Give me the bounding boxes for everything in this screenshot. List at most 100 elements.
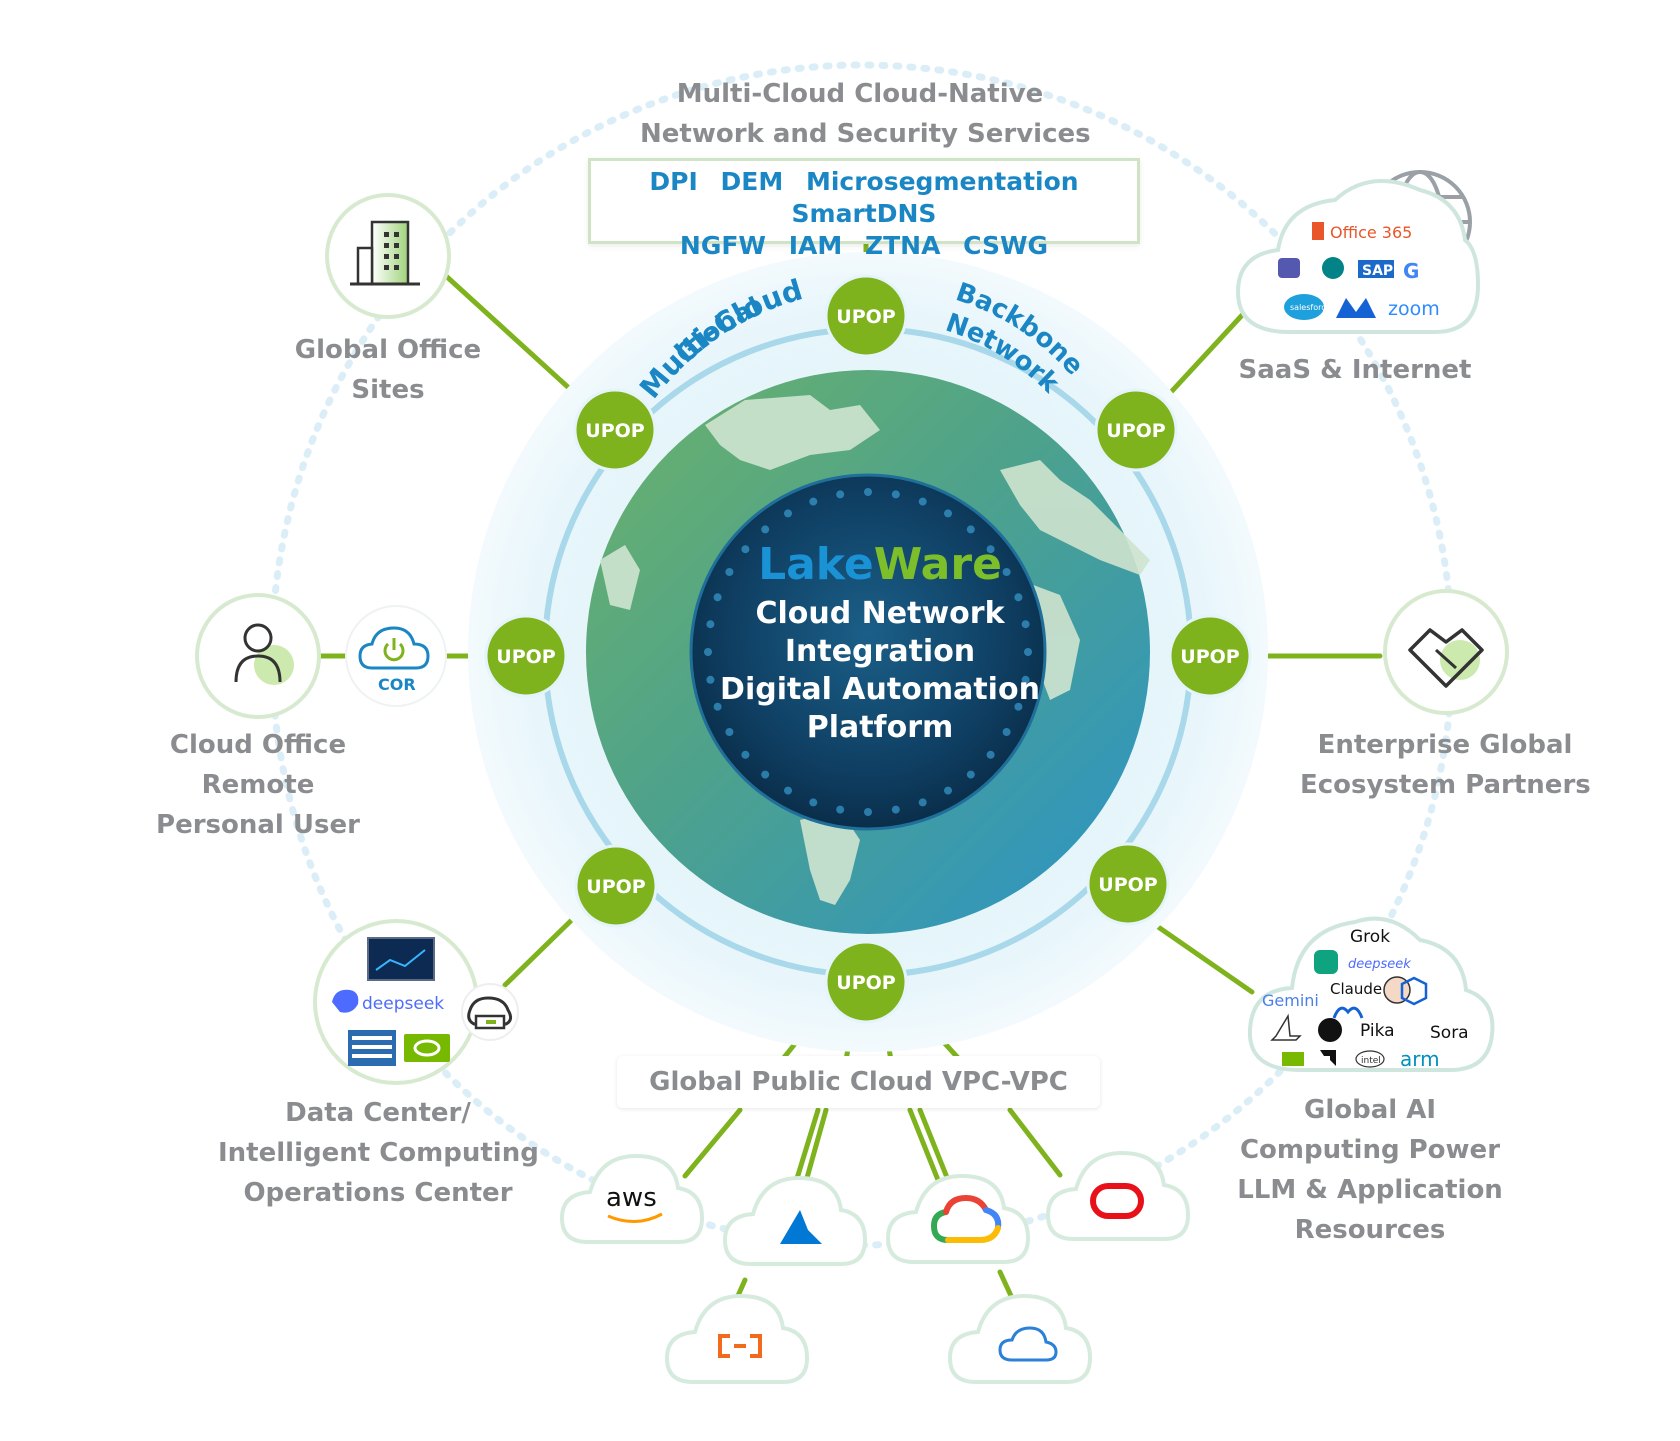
- ai-label-line3: LLM & Application: [1237, 1175, 1503, 1205]
- upop-bottom-left[interactable]: UPOP: [574, 844, 658, 928]
- office365-logo: Office 365: [1330, 223, 1412, 242]
- upop-bottom[interactable]: UPOP: [824, 940, 908, 1024]
- service-microsegmentation[interactable]: Microsegmentation: [805, 167, 1079, 196]
- arm-logo: arm: [1400, 1047, 1440, 1071]
- tencent-cloud[interactable]: [947, 1293, 1093, 1384]
- upop-left[interactable]: UPOP: [484, 614, 568, 698]
- ai-label-line1: Global AI: [1303, 1095, 1437, 1125]
- partners-node[interactable]: [1383, 589, 1509, 715]
- circuit-dot: [725, 728, 734, 736]
- service-ztna[interactable]: ZTNA: [864, 231, 941, 260]
- meta-ai-icon: [1332, 1006, 1364, 1019]
- circuit-dot: [966, 770, 975, 779]
- circuit-dot: [1002, 568, 1011, 576]
- datacenter-node[interactable]: deepseek: [313, 919, 519, 1085]
- salesforce-icon: [1284, 294, 1324, 320]
- office-node[interactable]: [325, 193, 451, 319]
- upop-label: UPOP: [585, 420, 645, 442]
- chatgpt-icon: [1314, 950, 1338, 974]
- tencent-cloud-icon: [998, 1326, 1058, 1362]
- circuit-dot: [809, 798, 818, 807]
- circuit-dot: [704, 648, 712, 656]
- public-clouds: [559, 1150, 1191, 1384]
- office-label: Global Office Sites: [268, 330, 508, 410]
- alibaba-cloud[interactable]: [664, 1293, 810, 1384]
- amd-icon: [1320, 1050, 1336, 1066]
- circuit-dot: [918, 798, 927, 807]
- replicate-icon: [1318, 1018, 1342, 1042]
- saas-cloud[interactable]: Office 365 SAP G salesforce zoom: [1235, 170, 1481, 334]
- datacenter-label-line2: Intelligent Computing: [218, 1138, 539, 1168]
- circuit-dot: [713, 593, 722, 602]
- platform-line-2: Integration: [784, 634, 976, 669]
- services-row-2: NGFW IAM ZTNA CSWG: [591, 230, 1137, 262]
- circuit-dot: [891, 805, 900, 814]
- monitor-icon: [367, 937, 435, 981]
- platform-line-3: Digital Automation: [720, 672, 1040, 707]
- person-icon: [234, 623, 294, 685]
- remote-label: Cloud Office Remote Personal User: [138, 725, 378, 845]
- pika-logo: Pika: [1360, 1021, 1395, 1041]
- circuit-dot: [706, 620, 715, 629]
- upop-bottom-right[interactable]: UPOP: [1086, 842, 1170, 926]
- platform-core: [691, 475, 1045, 829]
- azure-icon: [780, 1210, 822, 1244]
- service-cswg[interactable]: CSWG: [963, 231, 1049, 260]
- deepseek-ai-logo: deepseek: [1348, 957, 1411, 972]
- service-dem[interactable]: DEM: [720, 167, 784, 196]
- upop-label: UPOP: [496, 646, 556, 668]
- continents: [600, 395, 1150, 905]
- service-ngfw[interactable]: NGFW: [679, 231, 767, 260]
- circuit-dot: [1021, 620, 1030, 629]
- upop-label: UPOP: [836, 306, 896, 328]
- handshake-icon: [1408, 628, 1484, 688]
- circuit-dot: [1014, 702, 1023, 711]
- circuit-dot: [725, 568, 734, 576]
- deepseek-logo: deepseek: [362, 994, 444, 1014]
- partners-label: Enterprise Global Ecosystem Partners: [1300, 725, 1591, 805]
- partners-label-line2: Ecosystem Partners: [1300, 770, 1591, 800]
- sap-icon: [1358, 260, 1394, 278]
- aws-logo: aws: [606, 1183, 657, 1213]
- circuit-dot: [809, 497, 818, 506]
- google-cloud[interactable]: [885, 1173, 1031, 1264]
- services-title: Multi-Cloud Cloud-Native Network and Sec…: [640, 74, 1091, 154]
- services-row-1: DPI DEM Microsegmentation SmartDNS: [591, 161, 1137, 230]
- oracle-cloud[interactable]: [1045, 1150, 1191, 1241]
- platform-line-4: Platform: [806, 710, 954, 745]
- remote-user-node[interactable]: [195, 593, 321, 719]
- upop-label: UPOP: [1180, 646, 1240, 668]
- brand-part-lake: Lake: [758, 539, 874, 590]
- service-iam[interactable]: IAM: [788, 231, 843, 260]
- saas-label: SaaS & Internet: [1230, 350, 1480, 390]
- circuit-dot: [1002, 728, 1011, 736]
- cor-node[interactable]: COR: [345, 605, 447, 707]
- upop-right[interactable]: UPOP: [1168, 614, 1252, 698]
- service-smartdns[interactable]: SmartDNS: [791, 199, 937, 228]
- brand-logo: LakeWare: [700, 535, 1060, 595]
- office-label-line1: Global Office: [294, 335, 482, 365]
- circuit-dot: [944, 509, 952, 518]
- circuit-dot: [713, 702, 722, 711]
- datacenter-label-line1: Data Center/: [285, 1098, 471, 1128]
- circuit-dot: [741, 750, 750, 759]
- brand-part-ware: Ware: [873, 539, 1002, 590]
- aws-smile-icon: [607, 1212, 663, 1223]
- remote-label-line3: Personal User: [156, 810, 360, 840]
- upop-top[interactable]: UPOP: [824, 274, 908, 358]
- gemini-logo: Gemini: [1262, 991, 1319, 1010]
- circuit-dot: [1021, 675, 1030, 684]
- upop-top-right[interactable]: UPOP: [1094, 388, 1178, 472]
- service-dpi[interactable]: DPI: [649, 167, 698, 196]
- aws-cloud[interactable]: [559, 1153, 705, 1244]
- ai-cloud[interactable]: Grok deepseek Gemini Claude Pika Sora in…: [1247, 916, 1495, 1072]
- datacenter-label: Data Center/ Intelligent Computing Opera…: [218, 1093, 539, 1213]
- upop-top-left[interactable]: UPOP: [573, 388, 657, 472]
- remote-label-line2: Remote: [201, 770, 315, 800]
- circuit-dot: [784, 509, 792, 518]
- services-title-line1: Multi-Cloud Cloud-Native: [676, 79, 1044, 109]
- circuit-dot: [741, 545, 750, 554]
- circuit-dot: [944, 786, 952, 795]
- ai-label: Global AI Computing Power LLM & Applicat…: [1230, 1090, 1510, 1250]
- upop-label: UPOP: [586, 876, 646, 898]
